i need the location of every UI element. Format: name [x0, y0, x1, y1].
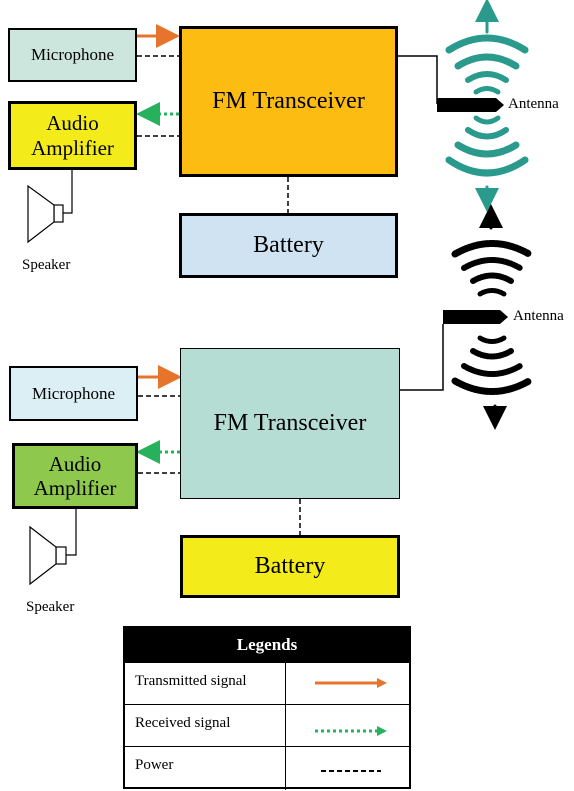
antenna-feed-2	[400, 324, 444, 391]
speaker-wire-1	[63, 170, 73, 214]
microphone-label-2: Microphone	[31, 383, 116, 403]
fm-transceiver-block-1: FM Transceiver	[179, 26, 398, 177]
legend-divider	[285, 663, 286, 705]
fm-transceiver-block-2: FM Transceiver	[180, 348, 400, 499]
antenna-label-2: Antenna	[513, 308, 564, 324]
audio-amplifier-block-2: Audio Amplifier	[12, 443, 138, 509]
antenna-feed-1	[398, 55, 438, 104]
stippled-wave-icon	[451, 204, 533, 430]
battery-label-2: Battery	[254, 553, 326, 579]
battery-label-1: Battery	[253, 232, 324, 258]
legend-title: Legends	[125, 628, 409, 662]
antenna-icon-2	[443, 310, 508, 324]
fm-transceiver-label-1: FM Transceiver	[212, 88, 365, 114]
legend-row-transmitted: Transmitted signal	[125, 662, 409, 705]
audio-amplifier-label-1: Audio Amplifier	[31, 111, 114, 160]
speaker-icon-2	[29, 525, 67, 586]
teal-wave-icon	[445, 0, 529, 212]
audio-amplifier-label-2: Audio Amplifier	[33, 451, 117, 500]
legend-row-received: Received signal	[125, 704, 409, 747]
system1-connections	[63, 24, 438, 214]
legend-dotted-arrow-icon	[315, 726, 387, 736]
legend-table: Legends Transmitted signal Received sign…	[123, 626, 411, 790]
battery-block-2: Battery	[180, 535, 400, 598]
legend-label-received: Received signal	[135, 715, 231, 731]
microphone-block-1: Microphone	[8, 28, 137, 82]
legend-label-power: Power	[135, 757, 174, 773]
system2-connections	[66, 324, 444, 556]
legend-solid-arrow-icon	[315, 678, 387, 688]
speaker-wire-2	[66, 509, 77, 556]
speaker-label-1: Speaker	[22, 257, 71, 273]
legend-dashed-line-icon	[321, 770, 381, 772]
speaker-label-2: Speaker	[26, 599, 75, 615]
battery-block-1: Battery	[179, 213, 398, 278]
audio-amplifier-block-1: Audio Amplifier	[8, 101, 137, 170]
speaker-icon-1	[27, 184, 64, 244]
legend-divider	[285, 705, 286, 747]
microphone-block-2: Microphone	[9, 366, 138, 421]
legend-row-power: Power	[125, 746, 409, 790]
legend-label-transmitted: Transmitted signal	[135, 673, 247, 689]
antenna-label-1: Antenna	[508, 96, 559, 112]
antenna-icon-1	[437, 98, 504, 112]
microphone-label-1: Microphone	[30, 45, 115, 64]
legend-divider	[285, 747, 286, 790]
fm-transceiver-label-2: FM Transceiver	[213, 410, 367, 436]
